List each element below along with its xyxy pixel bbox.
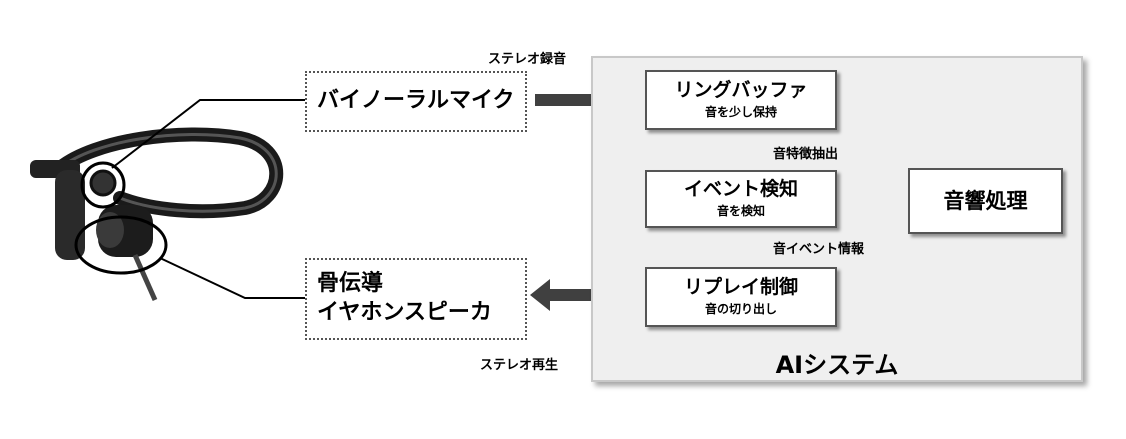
ring-buffer-sub: 音を少し保持 (704, 105, 777, 120)
feature-extract-label: 音特徴抽出 (773, 147, 839, 162)
event-detect-box: イベント検知 音を検知 (645, 170, 837, 228)
replay-control-title: リプレイ制御 (683, 275, 798, 298)
binaural-mic-label: バイノーラルマイク (317, 88, 515, 114)
sound-processing-box: 音響処理 (908, 168, 1063, 234)
event-detect-sub: 音を検知 (716, 204, 765, 219)
speaker-label-line2: イヤホンスピーカ (317, 300, 492, 325)
sound-processing-title: 音響処理 (943, 188, 1028, 213)
replay-control-sub: 音の切り出し (704, 302, 777, 317)
mic-highlight-ellipse (80, 161, 126, 209)
speaker-leader-line (159, 257, 305, 299)
mic-leader-line (111, 99, 305, 169)
arrow-replay-to-speaker (530, 279, 625, 311)
speaker-label-line1: 骨伝導 (317, 271, 384, 297)
binaural-mic-box: バイノーラルマイク (305, 71, 527, 132)
stereo-play-label: ステレオ再生 (480, 358, 559, 373)
bone-conduction-headset-image (30, 127, 284, 302)
bone-conduction-speaker-box: 骨伝導 イヤホンスピーカ (305, 258, 527, 340)
stereo-record-label: ステレオ録音 (488, 52, 567, 67)
speaker-highlight-ellipse (74, 215, 168, 275)
ring-buffer-box: リングバッファ 音を少し保持 (645, 70, 837, 130)
ai-system-title: AIシステム (775, 351, 899, 379)
event-info-label: 音イベント情報 (773, 242, 865, 257)
event-detect-title: イベント検知 (683, 177, 798, 200)
arrow-mic-to-buffer (535, 84, 630, 116)
ring-buffer-title: リングバッファ (674, 78, 808, 101)
replay-control-box: リプレイ制御 音の切り出し (645, 267, 837, 327)
